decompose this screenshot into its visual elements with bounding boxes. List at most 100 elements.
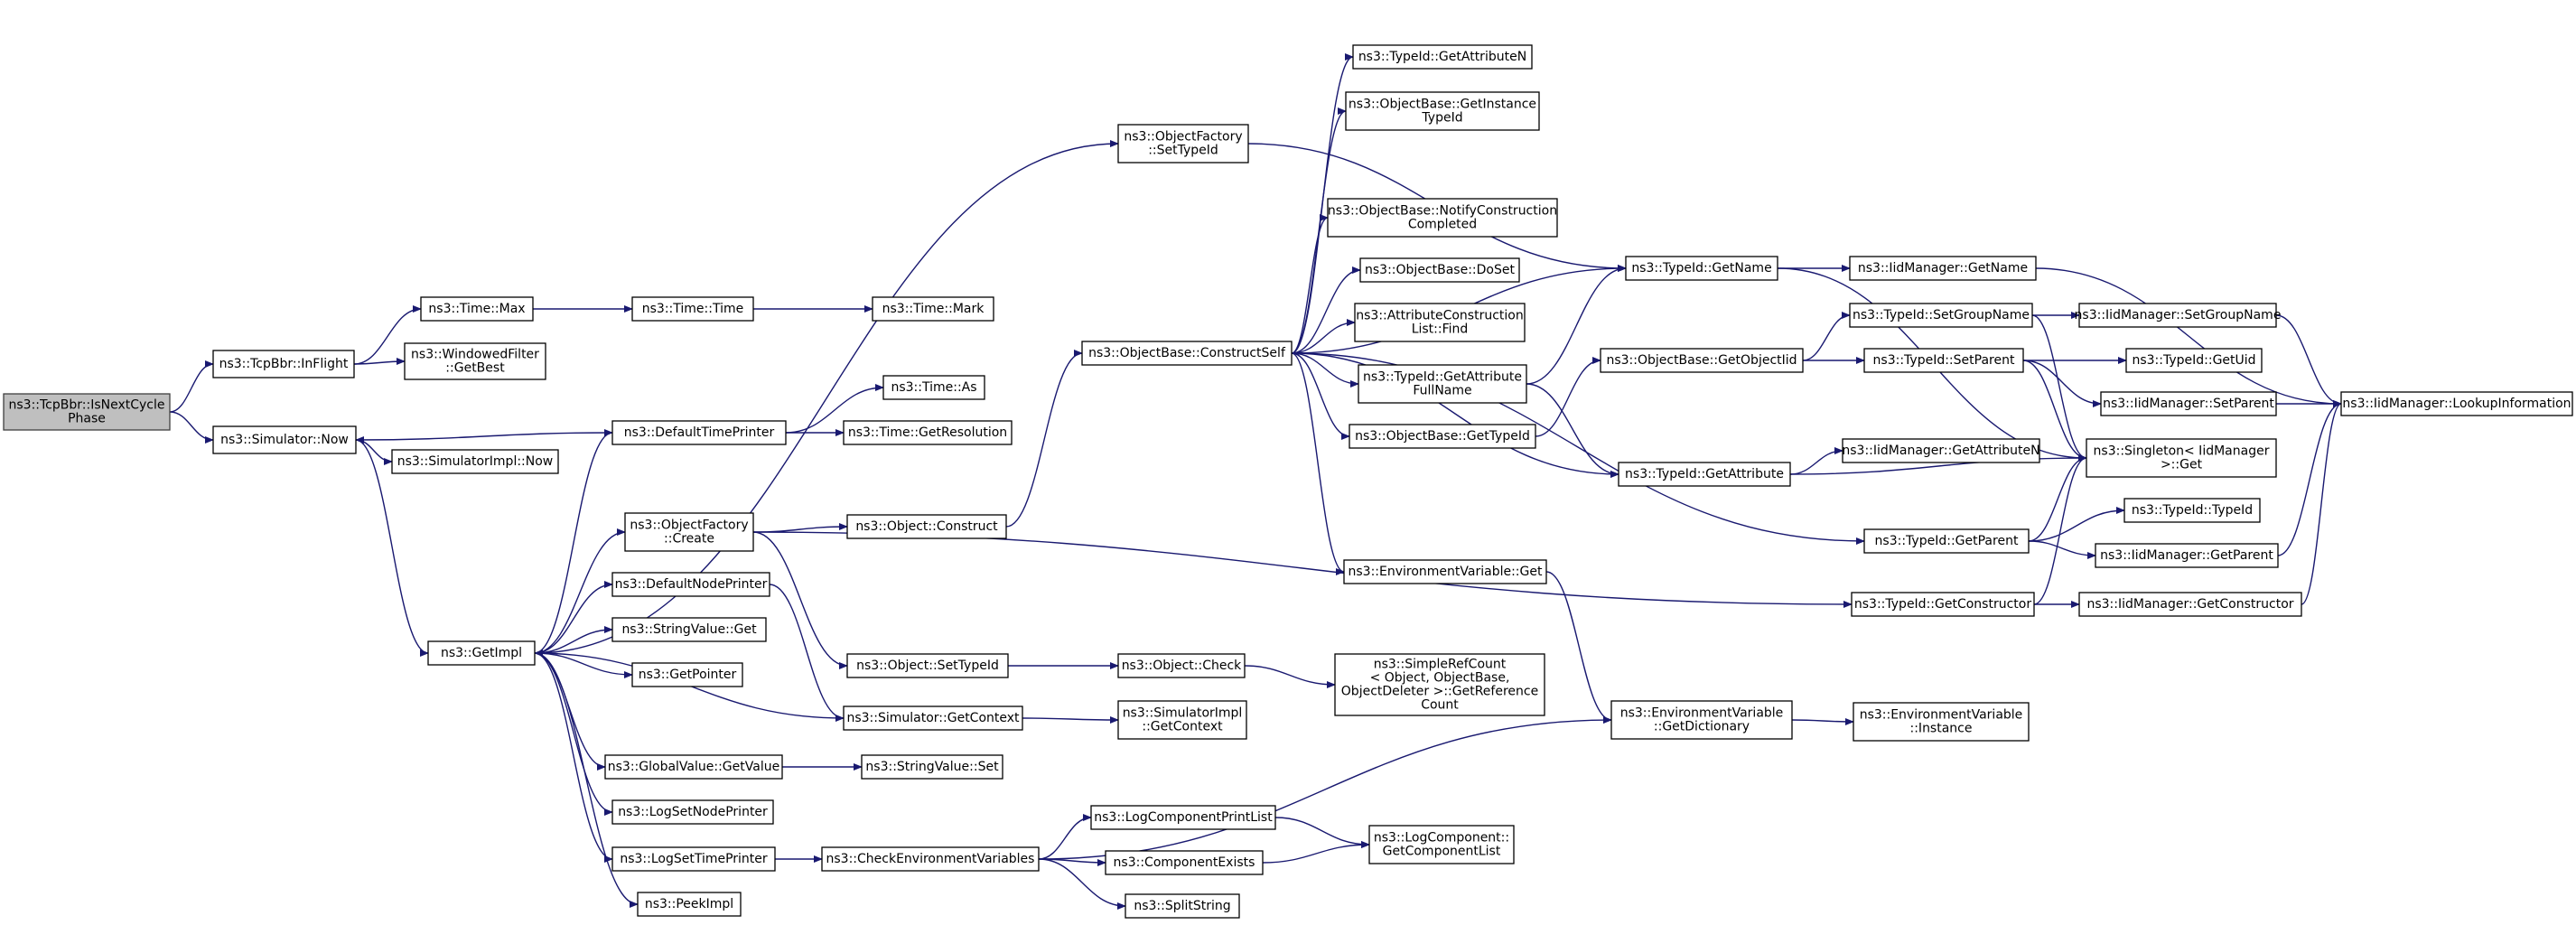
node-tidsetparent[interactable]: ns3::TypeId::SetParent: [1863, 348, 2024, 373]
node-box[interactable]: [846, 514, 1007, 539]
node-box[interactable]: [391, 449, 559, 474]
node-box[interactable]: [624, 512, 754, 552]
node-box[interactable]: [420, 296, 534, 322]
node-box[interactable]: [2100, 391, 2277, 416]
node-strvalset[interactable]: ns3::StringValue::Set: [861, 754, 1003, 780]
node-objcheck[interactable]: ns3::Object::Check: [1117, 653, 1246, 678]
node-box[interactable]: [2123, 498, 2261, 523]
node-ofcreate[interactable]: ns3::ObjectFactory::Create: [624, 512, 754, 552]
node-box[interactable]: [611, 799, 774, 825]
node-box[interactable]: [1863, 348, 2024, 373]
node-box[interactable]: [1090, 805, 1276, 830]
node-box[interactable]: [1105, 850, 1264, 875]
node-logsettime[interactable]: ns3::LogSetTimePrinter: [611, 846, 776, 872]
node-box[interactable]: [1343, 559, 1547, 584]
node-box[interactable]: [212, 350, 355, 378]
node-tidgetctor[interactable]: ns3::TypeId::GetConstructor: [1851, 592, 2035, 617]
node-box[interactable]: [611, 846, 776, 872]
node-envget[interactable]: ns3::EnvironmentVariable::Get: [1343, 559, 1547, 584]
node-simimplctx[interactable]: ns3::SimulatorImpl::GetContext: [1117, 700, 1247, 740]
node-box[interactable]: [1625, 256, 1778, 281]
node-box[interactable]: [1849, 303, 2033, 328]
node-simimplnow[interactable]: ns3::SimulatorImpl::Now: [391, 449, 559, 474]
node-box[interactable]: [861, 754, 1003, 780]
node-tidsetgroup[interactable]: ns3::TypeId::SetGroupName: [1849, 303, 2033, 328]
node-box[interactable]: [631, 662, 743, 687]
node-inflight[interactable]: ns3::TcpBbr::InFlight: [212, 350, 355, 378]
node-box[interactable]: [882, 375, 985, 400]
node-box[interactable]: [1842, 438, 2040, 463]
node-iidsetparent[interactable]: ns3::IidManager::SetParent: [2100, 391, 2277, 416]
node-iidgetname[interactable]: ns3::IidManager::GetName: [1849, 256, 2037, 281]
node-box[interactable]: [2086, 438, 2277, 478]
node-box[interactable]: [1117, 700, 1247, 740]
node-iidgetctor[interactable]: ns3::IidManager::GetConstructor: [2078, 592, 2302, 617]
node-box[interactable]: [821, 846, 1040, 872]
node-defnodeprint[interactable]: ns3::DefaultNodePrinter: [611, 572, 770, 597]
node-simnow[interactable]: ns3::Simulator::Now: [212, 425, 357, 454]
node-box[interactable]: [1352, 44, 1533, 70]
node-box[interactable]: [843, 705, 1023, 731]
node-box[interactable]: [2078, 303, 2277, 328]
node-box[interactable]: [846, 653, 1009, 678]
node-iidgetattrn[interactable]: ns3::IidManager::GetAttributeN: [1842, 438, 2040, 463]
node-box[interactable]: [637, 892, 742, 917]
node-box[interactable]: [1354, 303, 1526, 342]
node-box[interactable]: [604, 754, 783, 780]
node-box[interactable]: [1618, 462, 1791, 487]
node-getpointer[interactable]: ns3::GetPointer: [631, 662, 743, 687]
node-box[interactable]: [1345, 91, 1540, 131]
node-obnotify[interactable]: ns3::ObjectBase::NotifyConstructionCompl…: [1327, 198, 1558, 238]
node-ofsettype[interactable]: ns3::ObjectFactory::SetTypeId: [1117, 124, 1249, 164]
node-box[interactable]: [1849, 256, 2037, 281]
node-tidgetattrn[interactable]: ns3::TypeId::GetAttributeN: [1352, 44, 1533, 70]
node-timemax[interactable]: ns3::Time::Max: [420, 296, 534, 322]
node-singleton[interactable]: ns3::Singleton< IidManager>::Get: [2086, 438, 2277, 478]
node-box[interactable]: [2095, 543, 2279, 568]
node-box[interactable]: [1358, 364, 1527, 404]
node-objsettype[interactable]: ns3::Object::SetTypeId: [846, 653, 1009, 678]
node-iidgetparent[interactable]: ns3::IidManager::GetParent: [2095, 543, 2279, 568]
node-box[interactable]: [1125, 893, 1240, 919]
node-logcompget[interactable]: ns3::LogComponent::GetComponentList: [1368, 825, 1515, 864]
node-box[interactable]: [1851, 592, 2035, 617]
node-tidgetattr[interactable]: ns3::TypeId::GetAttribute: [1618, 462, 1791, 487]
node-box[interactable]: [1081, 341, 1293, 366]
node-obdoset[interactable]: ns3::ObjectBase::DoSet: [1359, 257, 1520, 283]
node-logcompprint[interactable]: ns3::LogComponentPrintList: [1090, 805, 1276, 830]
node-box[interactable]: [611, 420, 787, 445]
node-envgetdict[interactable]: ns3::EnvironmentVariable::GetDictionary: [1610, 700, 1793, 740]
node-box[interactable]: [1117, 653, 1246, 678]
node-box[interactable]: [1359, 257, 1520, 283]
node-timetime[interactable]: ns3::Time::Time: [631, 296, 754, 322]
node-box[interactable]: [1600, 348, 1804, 373]
node-box[interactable]: [1863, 528, 2030, 554]
node-box[interactable]: [1117, 124, 1249, 164]
node-box[interactable]: [611, 572, 770, 597]
node-box[interactable]: [1334, 653, 1545, 716]
node-obconstructself[interactable]: ns3::ObjectBase::ConstructSelf: [1081, 341, 1293, 366]
node-objconstruct[interactable]: ns3::Object::Construct: [846, 514, 1007, 539]
node-obgettype[interactable]: ns3::ObjectBase::GetTypeId: [1349, 424, 1536, 449]
node-simgetctx[interactable]: ns3::Simulator::GetContext: [843, 705, 1023, 731]
node-simplerefcount[interactable]: ns3::SimpleRefCount< Object, ObjectBase,…: [1334, 653, 1545, 716]
node-tidgetparent[interactable]: ns3::TypeId::GetParent: [1863, 528, 2030, 554]
node-gvgetvalue[interactable]: ns3::GlobalValue::GetValue: [604, 754, 783, 780]
node-iidsetgroup[interactable]: ns3::IidManager::SetGroupName: [2075, 303, 2282, 328]
node-box[interactable]: [2125, 348, 2263, 373]
node-checkenv[interactable]: ns3::CheckEnvironmentVariables: [821, 846, 1040, 872]
node-strvalget[interactable]: ns3::StringValue::Get: [611, 617, 767, 642]
node-box[interactable]: [872, 296, 994, 322]
node-splitstring[interactable]: ns3::SplitString: [1125, 893, 1240, 919]
node-box[interactable]: [427, 640, 536, 666]
node-box[interactable]: [2078, 592, 2302, 617]
node-box[interactable]: [404, 342, 546, 380]
node-tidtypeid[interactable]: ns3::TypeId::TypeId: [2123, 498, 2261, 523]
node-box[interactable]: [631, 296, 754, 322]
node-box[interactable]: [2340, 391, 2573, 416]
node-logsetnode[interactable]: ns3::LogSetNodePrinter: [611, 799, 774, 825]
